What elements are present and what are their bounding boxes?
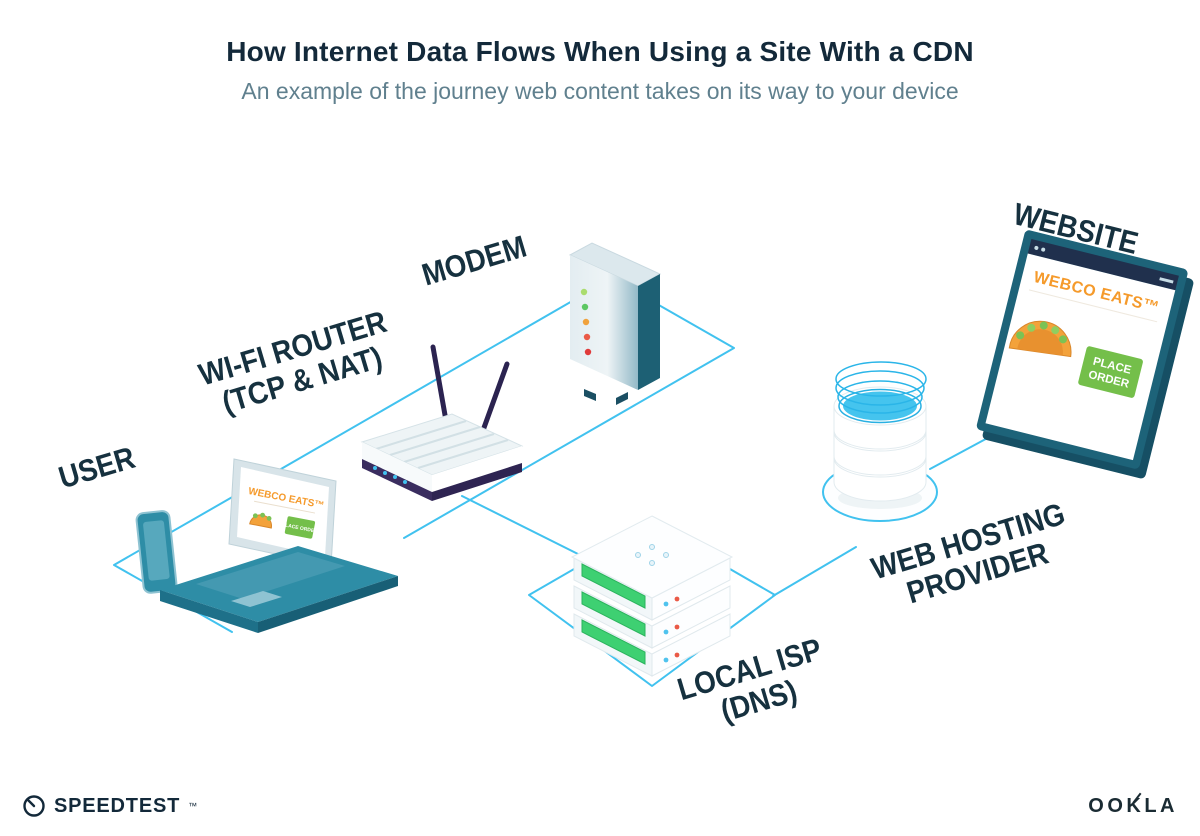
modem-led-1 xyxy=(580,288,588,296)
modem-front xyxy=(570,255,638,390)
laptop-touchpad xyxy=(231,591,282,607)
isp-server-illustration xyxy=(570,515,734,677)
hosting-database-illustration xyxy=(822,361,938,522)
hosting-water-top xyxy=(843,391,917,421)
hosting-ring-3 xyxy=(835,361,927,397)
browser-page xyxy=(985,253,1176,461)
router-front-right xyxy=(432,446,522,497)
modem-led-2 xyxy=(581,303,589,311)
server-green-panel xyxy=(581,619,646,665)
laptop-keyboard xyxy=(196,552,345,599)
modem-led-3 xyxy=(582,318,590,326)
header: How Internet Data Flows When Using a Sit… xyxy=(0,36,1200,105)
speedtest-wordmark: SPEEDTEST xyxy=(54,794,181,817)
wifi-router-illustration xyxy=(360,344,524,501)
user-laptop-illustration: WEBCO EATS™ PLACE ORDER xyxy=(135,458,398,633)
ookla-wordmark: OOKLA xyxy=(1088,795,1178,817)
phone-illustration xyxy=(135,510,178,594)
laptop-cta-button xyxy=(284,516,316,539)
speedtest-trademark: ™ xyxy=(188,801,198,811)
modem-led-4 xyxy=(583,333,591,341)
connection-line-router-isp xyxy=(461,495,597,564)
modem-led-5 xyxy=(584,348,592,356)
connection-line-isp-hosting xyxy=(772,546,857,597)
place-order-button xyxy=(1078,346,1143,398)
server-green-panel xyxy=(581,563,646,609)
browser-titlebar xyxy=(1027,238,1179,291)
modem-side xyxy=(638,274,660,390)
server-green-panel xyxy=(581,591,646,637)
isp-platform-diamond xyxy=(528,523,776,687)
router-antenna-right xyxy=(478,361,510,439)
server-top xyxy=(570,515,734,599)
speedtest-logo: SPEEDTEST ™ xyxy=(22,794,197,818)
router-band-left xyxy=(362,459,432,501)
taco-illustration xyxy=(1008,320,1072,358)
speedtest-gauge-icon xyxy=(23,795,45,817)
router-front-left xyxy=(362,442,432,497)
taco-icon xyxy=(249,512,272,529)
router-band-right xyxy=(432,463,522,501)
connection-line-modem-return xyxy=(403,299,735,539)
page-subtitle: An example of the journey web content ta… xyxy=(241,78,959,104)
modem-illustration xyxy=(568,242,662,405)
ookla-logo: OOKLA xyxy=(1088,792,1178,818)
website-browser-illustration: WEBCO EATS™ PLACE ORDER xyxy=(976,230,1194,479)
hosting-ring-1 xyxy=(837,380,923,414)
hosting-ring-2 xyxy=(835,370,925,406)
page-title: How Internet Data Flows When Using a Sit… xyxy=(226,36,974,67)
